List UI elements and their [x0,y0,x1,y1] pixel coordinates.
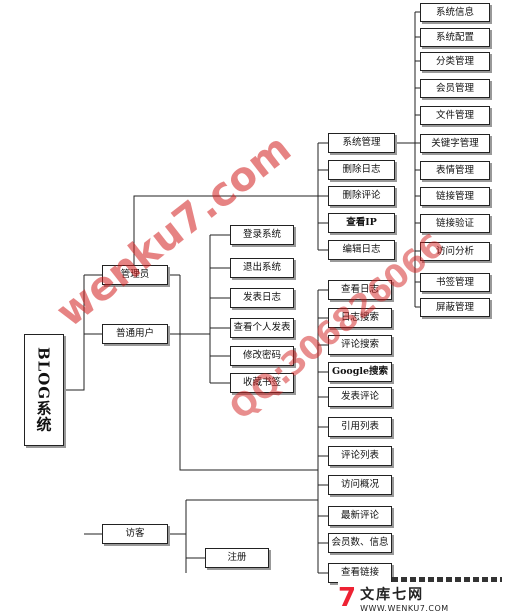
admin-edit-log: 编辑日志 [328,240,395,260]
visitor-register: 注册 [205,548,269,568]
sys-block: 屏蔽管理 [420,298,490,317]
sys-category: 分类管理 [420,52,490,71]
visitor-trackback: 引用列表 [328,417,392,437]
sys-file: 文件管理 [420,106,490,125]
footer-stripe [392,577,502,583]
sys-bookmark-manage: 书签管理 [420,273,490,292]
visitor-log-search: 日志搜索 [328,308,392,328]
sys-config: 系统配置 [420,28,490,47]
visitor-view-log: 查看日志 [328,280,392,300]
sys-visit-analysis: 访问分析 [420,242,490,261]
footer-logo-mark: 7 [338,583,357,613]
action-bookmark: 收藏书签 [230,373,294,393]
admin-delete-comment: 删除评论 [328,186,395,206]
footer-logo: 7 文库七网 WWW.WENKU7.COM [338,582,506,614]
visitor-visit-overview: 访问概况 [328,475,392,495]
sys-info: 系统信息 [420,3,490,22]
action-view-own: 查看个人发表 [230,318,294,338]
action-post: 发表日志 [230,288,294,308]
role-visitor: 访客 [102,524,168,544]
visitor-comment-search: 评论搜索 [328,335,392,355]
root-node: BLOG系统 [24,334,64,446]
action-login: 登录系统 [230,225,294,245]
visitor-comment-list: 评论列表 [328,446,392,466]
visitor-post-comment: 发表评论 [328,387,392,407]
visitor-member-count: 会员数、信息 [328,533,392,553]
visitor-google-search: Google搜索 [328,362,392,382]
action-logout: 退出系统 [230,258,294,278]
visitor-latest-comment: 最新评论 [328,506,392,526]
sys-link-verify: 链接验证 [420,214,490,233]
sys-emoticon: 表情管理 [420,161,490,180]
footer-site-name: 文库七网 [360,586,425,603]
admin-sys-manage: 系统管理 [328,133,395,153]
action-change-password: 修改密码 [230,346,294,366]
visitor-view-links: 查看链接 [328,563,392,583]
sys-keyword: 关键字管理 [420,134,490,153]
role-user: 普通用户 [102,324,168,344]
admin-delete-log: 删除日志 [328,160,395,180]
sys-link: 链接管理 [420,187,490,206]
admin-view-ip: 查看IP [328,213,395,233]
sys-member: 会员管理 [420,79,490,98]
role-admin: 管理员 [102,265,168,285]
footer-site-url: WWW.WENKU7.COM [360,603,449,613]
